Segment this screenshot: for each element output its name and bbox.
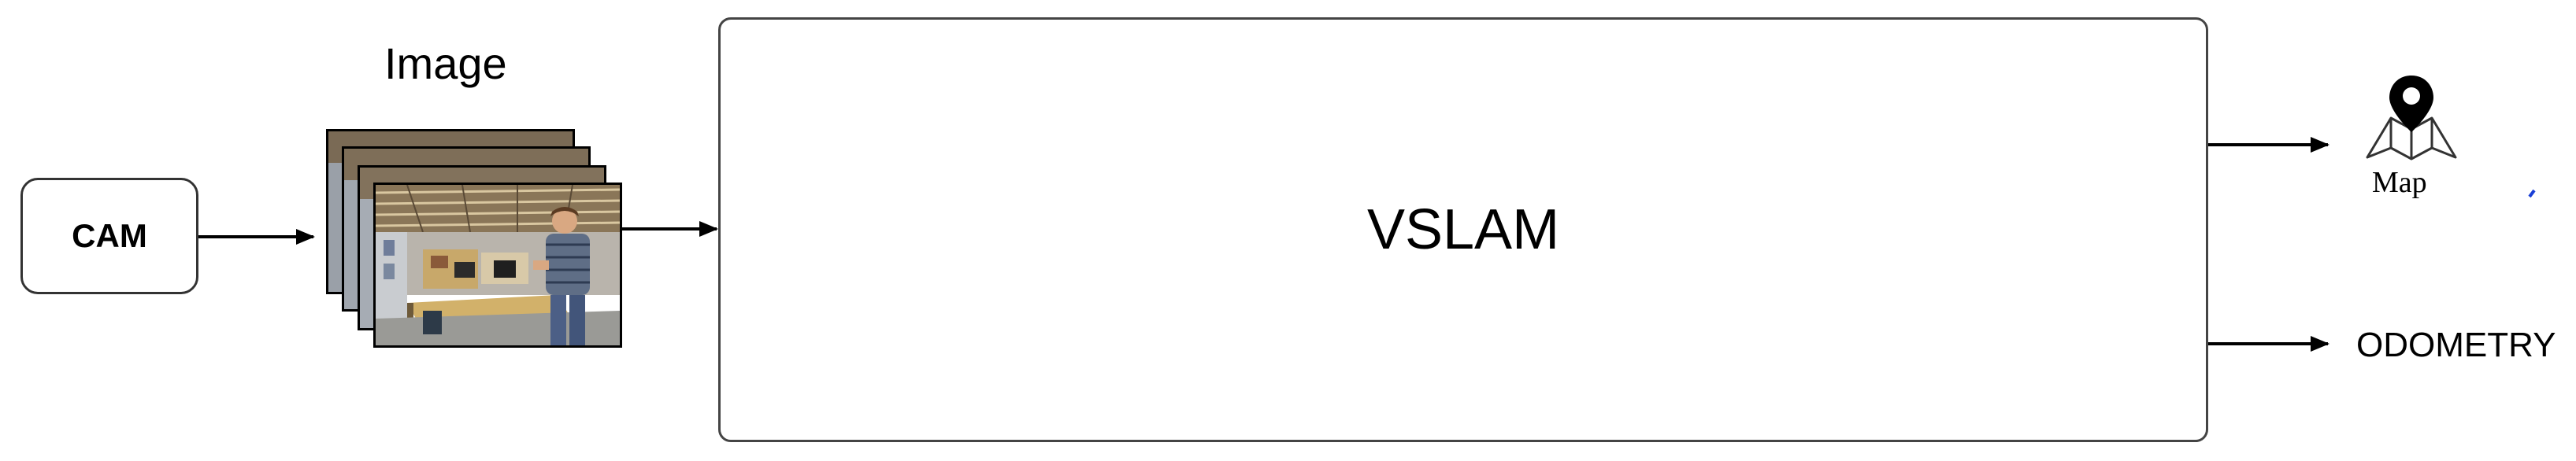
- odometry-label: ODOMETRY: [2356, 326, 2556, 364]
- stray-mark: [2528, 189, 2536, 198]
- office-scene-image: [375, 184, 621, 345]
- cam-label: CAM: [72, 217, 147, 254]
- cam-node: CAM: [20, 178, 198, 294]
- map-pin-icon: [2366, 76, 2457, 160]
- map-label: Map: [2372, 166, 2427, 199]
- vslam-label: VSLAM: [1366, 198, 1560, 261]
- image-frame-4: [373, 183, 622, 348]
- vslam-node: VSLAM: [718, 17, 2208, 442]
- image-label: Image: [384, 39, 507, 88]
